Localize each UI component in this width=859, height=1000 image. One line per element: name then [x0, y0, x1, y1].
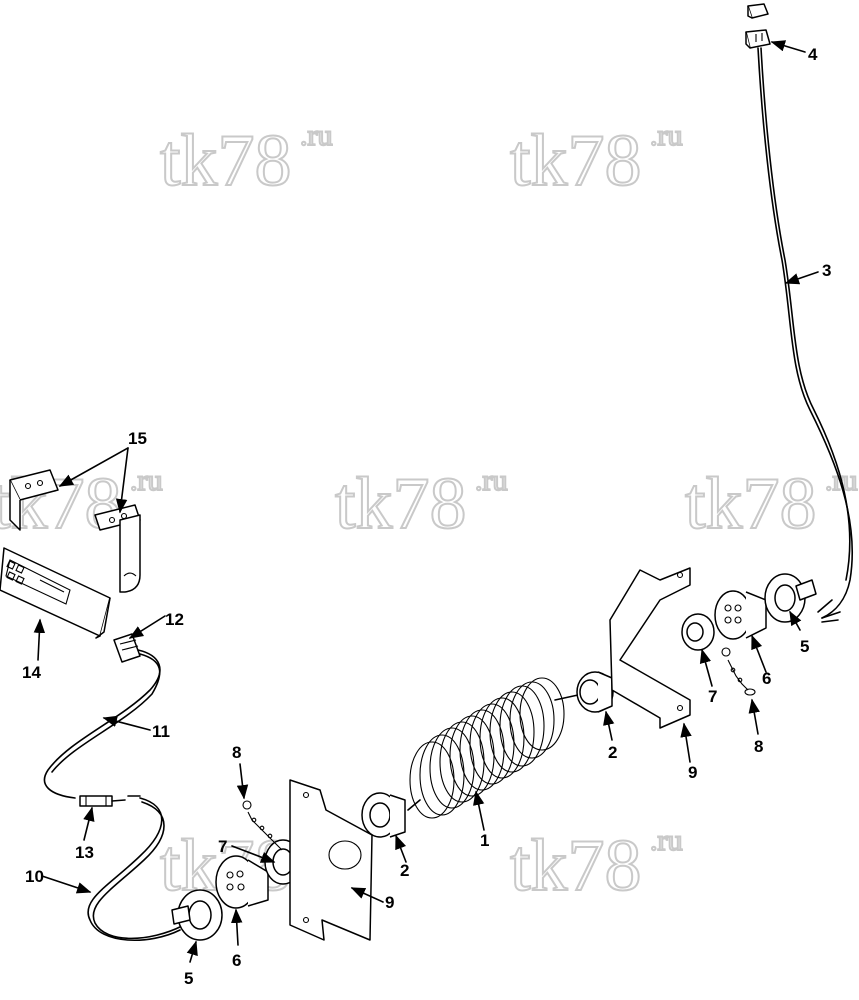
callout-6-right: 6 — [762, 669, 771, 688]
callout-9-right: 9 — [688, 763, 697, 782]
callout-15: 15 — [128, 429, 147, 448]
callout-6-left: 6 — [232, 951, 241, 970]
svg-text:.ru: .ru — [650, 824, 683, 857]
callout-8-left: 8 — [232, 743, 241, 762]
wire-harness-part-3 — [757, 47, 854, 623]
svg-text:tk78: tk78 — [510, 120, 642, 202]
watermark-top-right: tk78 .ru — [509, 118, 684, 203]
grommet-part-5-left — [171, 889, 223, 941]
callout-11: 11 — [152, 722, 170, 741]
mounting-plate-part-9-left — [289, 779, 373, 941]
watermark-top-left: tk78 .ru — [159, 118, 334, 203]
fuse-part-13 — [79, 795, 141, 807]
callout-7-right: 7 — [708, 687, 717, 706]
callout-8-right: 8 — [754, 737, 763, 756]
seal-ring-part-7-right — [681, 613, 715, 651]
watermark-mid-center: tk78 .ru — [334, 462, 509, 546]
chain-cap-part-8-right — [721, 647, 756, 696]
coiled-cable-part-1 — [407, 677, 579, 819]
svg-text:.ru: .ru — [650, 119, 683, 152]
callout-5-right: 5 — [800, 637, 809, 656]
svg-text:.ru: .ru — [130, 464, 163, 497]
connector-part-12 — [113, 633, 141, 663]
wire-part-11 — [43, 649, 161, 799]
svg-text:tk78: tk78 — [160, 120, 292, 202]
svg-text:tk78: tk78 — [335, 463, 467, 545]
callout-2-left: 2 — [400, 861, 409, 880]
callout-2-right: 2 — [608, 743, 617, 762]
callout-leaders — [33, 40, 819, 963]
callout-4: 4 — [808, 45, 818, 64]
chain-cap-part-8-left — [242, 800, 283, 851]
callout-12: 12 — [165, 610, 184, 629]
callout-13: 13 — [75, 843, 94, 862]
receptacle-part-6-right — [714, 590, 767, 640]
callout-14: 14 — [22, 663, 41, 682]
svg-text:.ru: .ru — [300, 119, 333, 152]
callout-labels: 4 3 5 6 7 8 9 2 1 2 9 8 7 6 5 10 13 11 1… — [22, 45, 831, 988]
grommet-part-5-right — [764, 573, 817, 623]
receptacle-part-6-left — [215, 855, 269, 909]
watermark-bottom-right: tk78 .ru — [509, 823, 684, 908]
mounting-plate-part-9-right — [609, 567, 691, 729]
callout-3: 3 — [822, 261, 831, 280]
plug-part-2-right — [576, 671, 614, 713]
wire-part-10 — [87, 797, 183, 942]
callout-9-left: 9 — [385, 893, 394, 912]
callout-1: 1 — [480, 831, 489, 850]
svg-text:tk78: tk78 — [685, 463, 817, 545]
plug-part-2-left — [361, 792, 406, 838]
control-panel-part-14 — [0, 547, 111, 639]
watermark-mid-right: tk78 .ru — [684, 462, 859, 546]
callout-10: 10 — [25, 867, 44, 886]
connector-plug-part-4 — [745, 3, 771, 49]
svg-text:tk78: tk78 — [510, 825, 642, 907]
callout-7-left: 7 — [218, 837, 227, 856]
mounting-bracket-part-15 — [9, 469, 141, 593]
callout-5-left: 5 — [184, 969, 193, 988]
svg-text:.ru: .ru — [475, 464, 508, 497]
